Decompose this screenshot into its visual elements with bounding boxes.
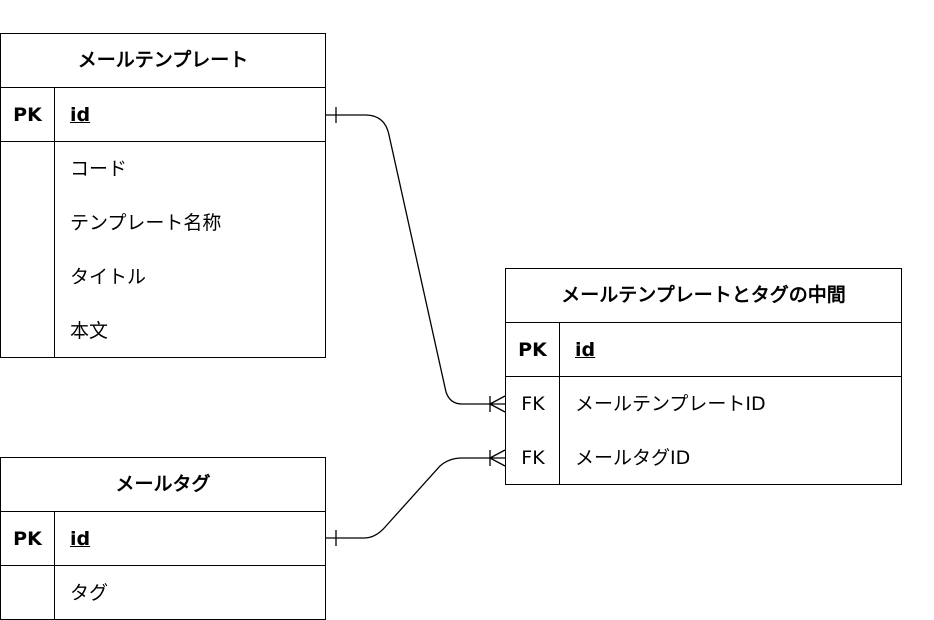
- entity-title: メールタグ: [1, 458, 325, 512]
- fk-field: メールテンプレートID: [575, 393, 766, 415]
- entity-title: メールテンプレートとタグの中間: [506, 269, 901, 323]
- attribute-field: コード: [70, 158, 128, 180]
- pk-field: id: [70, 104, 91, 126]
- entity-mail-template-tag[interactable]: メールテンプレートとタグの中間 PK id FK メールテンプレートID FK …: [505, 268, 902, 485]
- attribute-row: コード: [1, 142, 325, 196]
- attribute-list: タグ: [1, 566, 325, 620]
- entity-title: メールテンプレート: [1, 34, 325, 88]
- pk-row: PK id: [506, 323, 901, 377]
- attribute-list: FK メールテンプレートID FK メールタグID: [506, 377, 901, 485]
- attribute-row: タイトル: [1, 250, 325, 304]
- pk-label: PK: [506, 323, 560, 376]
- many-cardinality-mark: [489, 395, 506, 413]
- attribute-row: 本文: [1, 304, 325, 358]
- relationship-tag-to-intermediate[interactable]: [326, 449, 506, 546]
- fk-row: FK メールテンプレートID: [506, 377, 901, 431]
- pk-row: PK id: [1, 512, 325, 566]
- attribute-list: コード テンプレート名称 タイトル 本文: [1, 142, 325, 358]
- attribute-field: タグ: [70, 582, 109, 604]
- fk-label: FK: [521, 393, 545, 415]
- fk-row: FK メールタグID: [506, 431, 901, 485]
- attribute-field: タイトル: [70, 266, 147, 288]
- attribute-field: 本文: [70, 320, 109, 342]
- entity-mail-template[interactable]: メールテンプレート PK id コード テンプレート名称 タイトル 本文: [0, 33, 326, 358]
- fk-field: メールタグID: [575, 447, 691, 469]
- entity-mail-tag[interactable]: メールタグ PK id タグ: [0, 457, 326, 620]
- attribute-field: テンプレート名称: [70, 212, 222, 234]
- pk-label: PK: [1, 512, 55, 565]
- many-cardinality-mark: [489, 449, 506, 467]
- column-divider: [54, 566, 55, 620]
- pk-field: id: [575, 339, 596, 361]
- attribute-row: テンプレート名称: [1, 196, 325, 250]
- pk-field: id: [70, 528, 91, 550]
- fk-label: FK: [521, 447, 545, 469]
- pk-label: PK: [1, 88, 55, 141]
- column-divider: [559, 377, 560, 485]
- column-divider: [54, 142, 55, 358]
- attribute-row: タグ: [1, 566, 325, 620]
- pk-row: PK id: [1, 88, 325, 142]
- relationship-template-to-intermediate[interactable]: [326, 107, 506, 413]
